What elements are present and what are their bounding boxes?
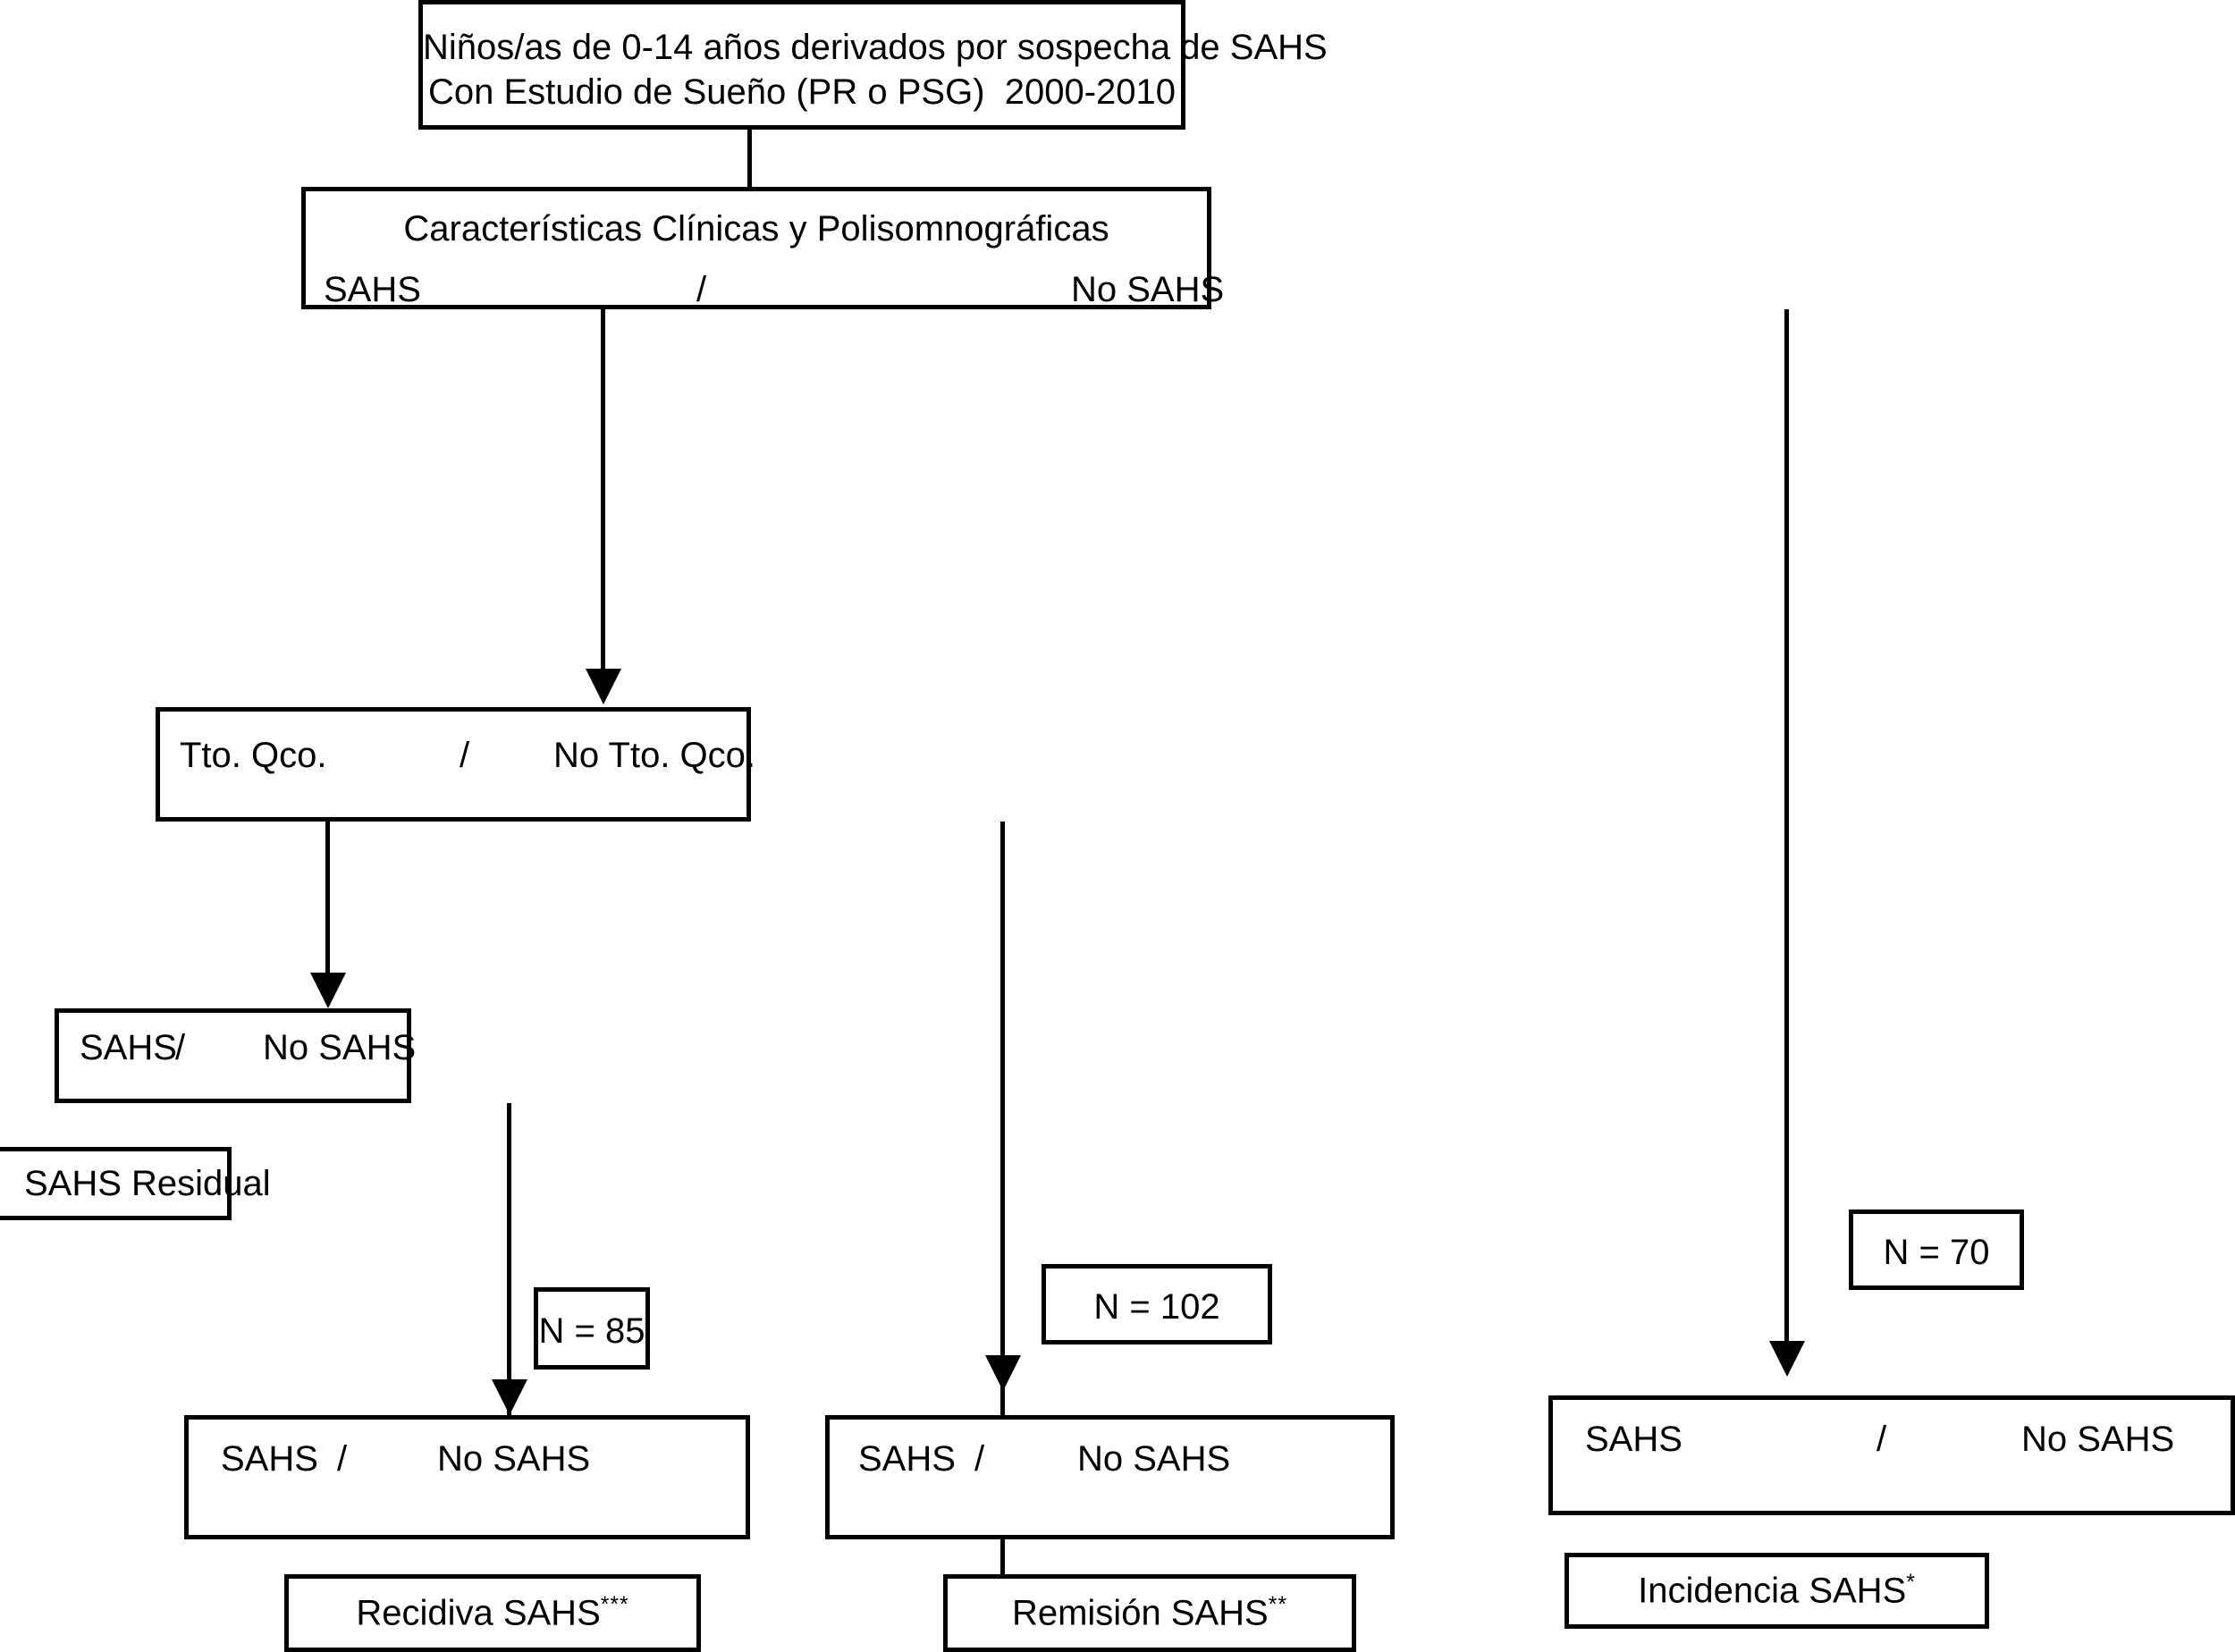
node-followup-surgical-left-label: SAHS <box>221 1439 318 1479</box>
node-incidencia-marks: * <box>1906 1571 1916 1595</box>
connector-postsurgery-to-followup <box>507 1103 511 1417</box>
node-followup-nosahs-left-label: SAHS <box>1585 1420 1683 1459</box>
connector-notreatment-to-followup <box>1000 822 1005 1652</box>
node-incidencia-label: Incidencia SAHS* <box>1569 1571 1985 1611</box>
node-n70-box: N = 70 <box>1849 1210 2024 1290</box>
node-cohort-line2: Con Estudio de Sueño (PR o PSG) 2000-201… <box>427 72 1177 112</box>
node-followup-nonsurgical-left-label: SAHS <box>858 1439 956 1479</box>
node-cohort-line1: Niños/as de 0-14 años derivados por sosp… <box>423 28 1328 67</box>
node-characteristics-separator: / <box>696 270 707 309</box>
node-characteristics-left-label: SAHS <box>324 270 421 309</box>
node-treatment-separator: / <box>460 736 470 775</box>
connector-sahs-to-treatment <box>601 309 605 671</box>
node-characteristics-box: Características Clínicas y Polisomnográf… <box>301 187 1224 309</box>
node-remision-box: Remisión SAHS** <box>943 1574 1356 1652</box>
node-postsurgery-left-label: SAHS <box>80 1028 177 1067</box>
node-incidencia-box: Incidencia SAHS* <box>1564 1553 1989 1629</box>
node-followup-nonsurgical-box: SAHS / No SAHS <box>825 1415 1395 1539</box>
node-residual-box: SAHS Residual <box>0 1147 271 1220</box>
node-cohort-box: Niños/as de 0-14 años derivados por sosp… <box>418 0 1328 130</box>
connector-nosahs-to-followup <box>1784 309 1789 1344</box>
node-n102-box: N = 102 <box>1042 1264 1272 1344</box>
node-treatment-box: Tto. Qco. / No Tto. Qco. <box>156 707 755 822</box>
node-followup-nosahs-box: SAHS / No SAHS <box>1548 1395 2235 1515</box>
node-recidiva-text: Recidiva SAHS <box>356 1593 601 1633</box>
node-followup-nonsurgical-separator: / <box>974 1439 985 1479</box>
connector-treatment-to-postsurgery <box>325 822 330 975</box>
node-n70-label: N = 70 <box>1883 1233 1990 1272</box>
node-treatment-right-label: No Tto. Qco. <box>553 736 756 775</box>
node-recidiva-label: Recidiva SAHS*** <box>289 1593 696 1633</box>
node-remision-text: Remisión SAHS <box>1011 1593 1269 1633</box>
node-remision-marks: ** <box>1268 1593 1288 1617</box>
arrowhead-postsurgery-to-followup <box>492 1379 527 1415</box>
node-postsurgery-separator: / <box>175 1028 186 1067</box>
node-postsurgery-box: SAHS / No SAHS <box>55 1008 416 1103</box>
node-followup-nosahs-separator: / <box>1877 1420 1887 1459</box>
node-characteristics-heading: Características Clínicas y Polisomnográf… <box>403 209 1109 249</box>
arrowhead-nosahs-to-followup <box>1769 1341 1805 1377</box>
node-followup-surgical-box: SAHS / No SAHS <box>184 1415 750 1539</box>
node-followup-surgical-right-label: No SAHS <box>437 1439 591 1479</box>
node-followup-surgical-separator: / <box>337 1439 348 1479</box>
node-n102-label: N = 102 <box>1093 1287 1220 1327</box>
arrowhead-notreatment-to-followup <box>985 1355 1021 1391</box>
node-treatment-left-label: Tto. Qco. <box>180 736 327 775</box>
node-remision-label: Remisión SAHS** <box>948 1593 1352 1633</box>
node-n85-box: N = 85 <box>534 1287 650 1370</box>
node-recidiva-marks: *** <box>600 1593 629 1617</box>
node-incidencia-text: Incidencia SAHS <box>1638 1571 1907 1611</box>
connector-cohort-to-characteristics <box>747 130 752 189</box>
node-followup-nosahs-right-label: No SAHS <box>2021 1420 2175 1459</box>
node-residual-label: SAHS Residual <box>24 1164 271 1203</box>
node-recidiva-box: Recidiva SAHS*** <box>284 1574 701 1652</box>
node-followup-nonsurgical-right-label: No SAHS <box>1077 1439 1231 1479</box>
node-characteristics-right-label: No SAHS <box>1071 270 1225 309</box>
arrowhead-treatment-to-postsurgery <box>310 973 346 1008</box>
arrowhead-sahs-to-treatment <box>586 669 621 704</box>
node-n85-label: N = 85 <box>538 1311 645 1351</box>
node-postsurgery-right-label: No SAHS <box>263 1028 417 1067</box>
